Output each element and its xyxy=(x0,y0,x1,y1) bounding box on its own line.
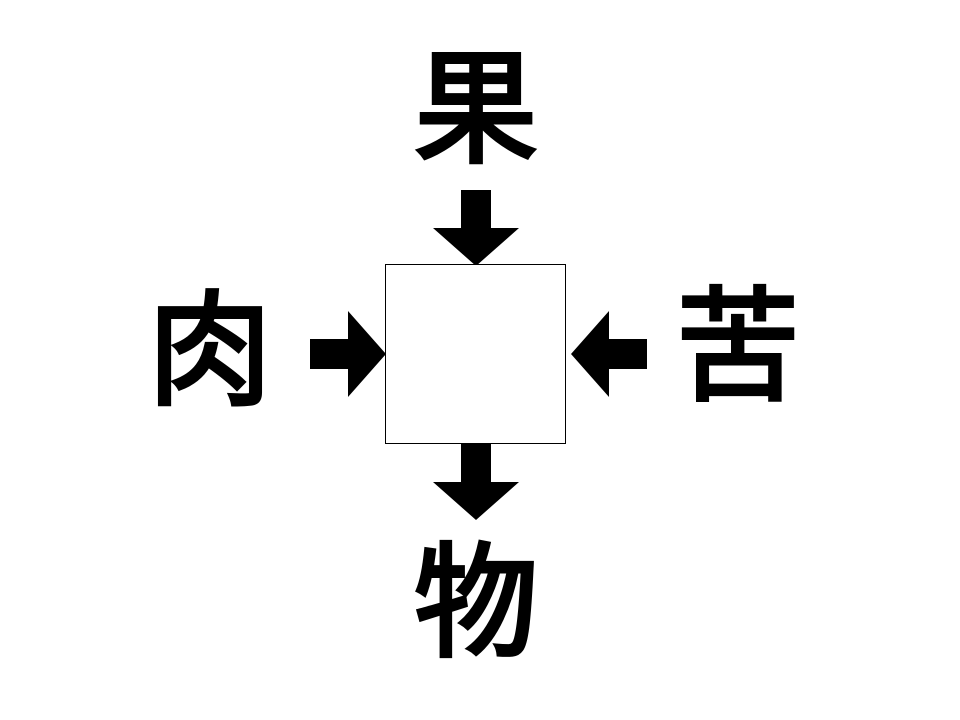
arrow-down-icon xyxy=(433,444,519,520)
arrow-down-icon xyxy=(433,190,519,266)
kanji-right: 苦 xyxy=(675,276,800,420)
kanji-left: 肉 xyxy=(147,280,272,424)
kanji-top: 果 xyxy=(413,38,538,182)
answer-char xyxy=(386,265,565,443)
kanji-bottom: 物 xyxy=(413,532,538,676)
arrow-left-icon xyxy=(571,311,647,397)
arrow-right-icon xyxy=(310,311,386,397)
answer-box[interactable] xyxy=(385,264,566,444)
